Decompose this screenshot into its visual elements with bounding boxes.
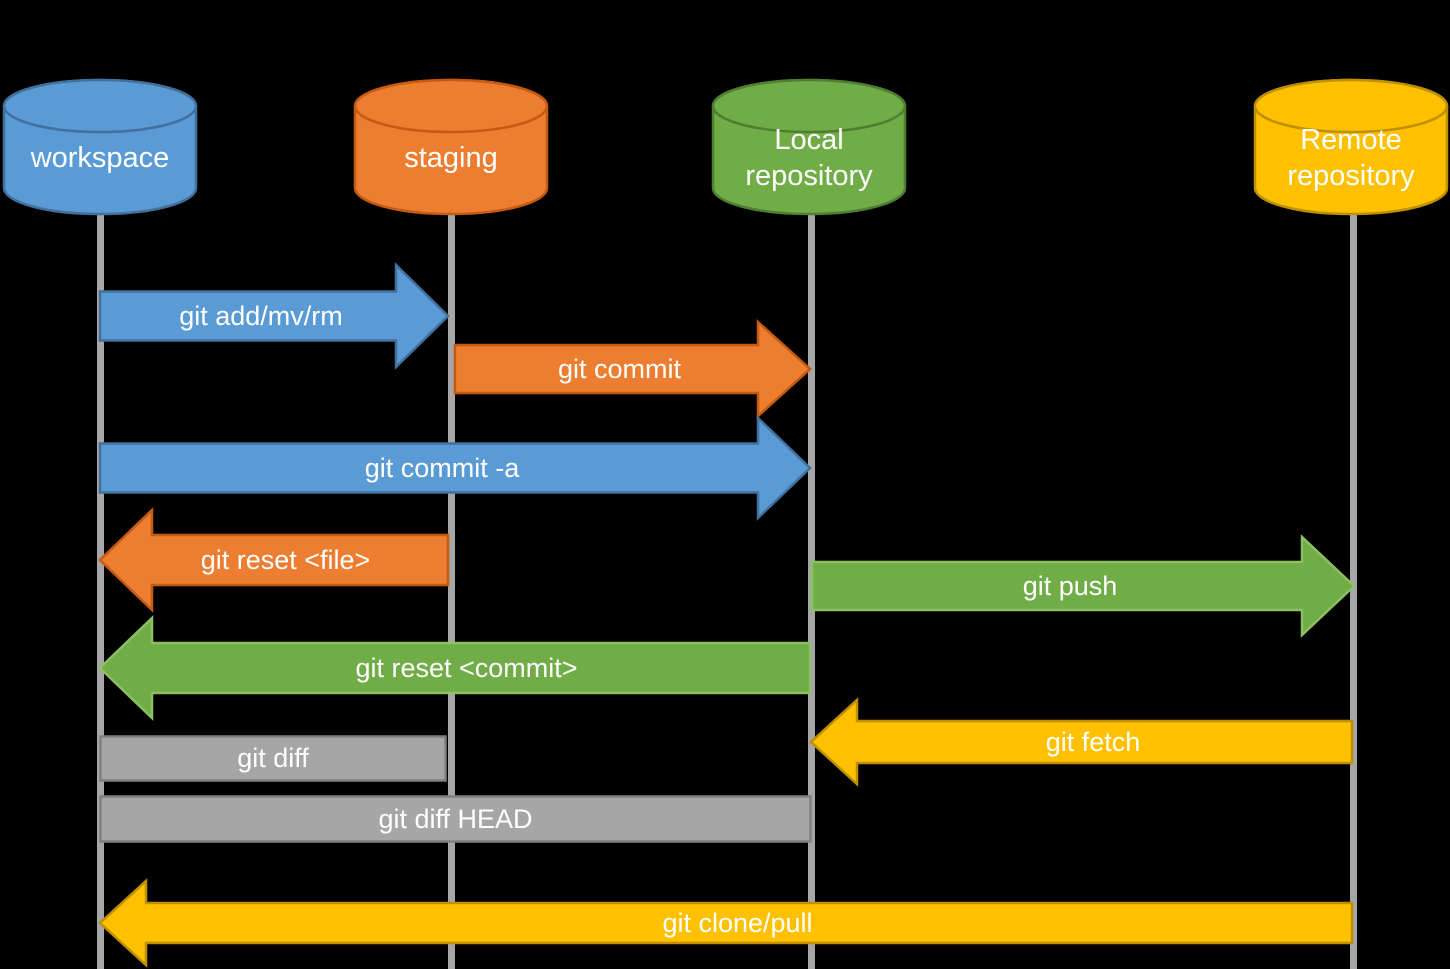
arrow-git-clone-pull: git clone/pull <box>98 878 1354 968</box>
arrow-label: git reset <commit> <box>355 652 578 683</box>
arrow-git-reset-commit: git reset <commit> <box>98 615 812 721</box>
block-arrow-right-icon <box>810 534 1356 638</box>
arrow-label: git commit -a <box>364 452 520 483</box>
arrow-git-reset-file: git reset <file> <box>98 507 450 613</box>
node-label: workspace <box>30 141 170 174</box>
block-arrow-right-icon <box>98 415 812 521</box>
block-arrow-right-icon <box>98 262 450 370</box>
node-local-repository: Local repository <box>711 78 907 216</box>
block-arrow-right-icon <box>453 319 812 419</box>
arrow-label: git fetch <box>1045 726 1141 757</box>
arrow-git-commit: git commit <box>453 319 812 419</box>
database-cylinder-icon <box>353 78 549 216</box>
node-staging: staging <box>353 78 549 216</box>
bar-label: git diff <box>237 743 309 773</box>
arrow-git-push: git push <box>810 534 1356 638</box>
bar-label: git diff HEAD <box>378 803 533 834</box>
database-cylinder-icon <box>711 78 907 216</box>
block-arrow-left-icon <box>98 878 1354 968</box>
node-label: Remote repository <box>1287 123 1415 192</box>
rectangle-bar-shape <box>99 735 447 782</box>
arrow-git-add-mv-rm: git add/mv/rm <box>98 262 450 370</box>
arrow-label: git push <box>1022 570 1118 601</box>
staging-lifeline <box>448 205 455 969</box>
block-arrow-left-icon <box>98 507 450 613</box>
database-cylinder-icon <box>1253 78 1449 216</box>
rectangle-bar-shape <box>99 795 812 843</box>
block-arrow-left-icon <box>98 615 812 721</box>
bar-git-diff: git diff <box>99 735 447 782</box>
node-workspace: workspace <box>2 78 198 216</box>
arrow-label: git commit <box>557 353 682 384</box>
arrow-git-commit-a: git commit -a <box>98 415 812 521</box>
workspace-lifeline <box>97 205 104 969</box>
arrow-label: git add/mv/rm <box>179 300 343 331</box>
database-cylinder-icon <box>2 78 198 216</box>
block-arrow-left-icon <box>809 697 1354 787</box>
arrow-label: git reset <file> <box>200 544 371 575</box>
node-label: staging <box>404 141 498 174</box>
arrow-git-fetch: git fetch <box>809 697 1354 787</box>
arrow-label: git clone/pull <box>662 907 813 938</box>
node-label: Local repository <box>745 123 873 192</box>
node-remote-repository: Remote repository <box>1253 78 1449 216</box>
bar-git-diff-head: git diff HEAD <box>99 795 812 843</box>
